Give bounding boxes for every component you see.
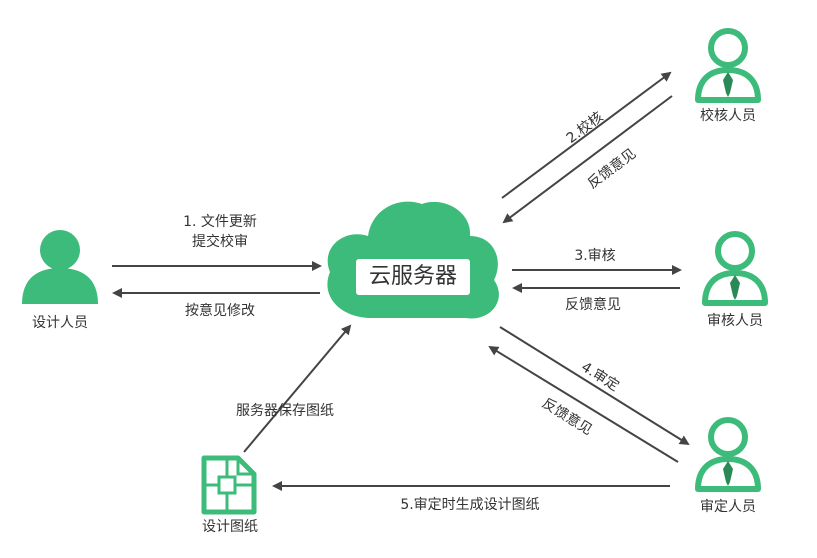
flow-revise: 按意见修改 xyxy=(185,303,255,319)
cloud-icon xyxy=(327,201,499,319)
person-with-tie-icon xyxy=(702,231,768,306)
flow-submit-line1: 1. 文件更新 xyxy=(183,214,257,230)
person-with-tie-icon xyxy=(695,417,761,492)
approver-label: 审定人员 xyxy=(700,499,756,515)
person-icon xyxy=(22,230,98,304)
cloud-server-label: 云服务器 xyxy=(368,264,457,289)
arrow-save xyxy=(243,324,352,453)
flow-save: 服务器保存图纸 xyxy=(236,403,334,419)
drawing-label: 设计图纸 xyxy=(202,519,258,535)
designer-label: 设计人员 xyxy=(32,315,88,331)
arrow-check-feedback xyxy=(502,95,673,224)
arrow-approve-feedback xyxy=(488,345,679,463)
flow-review: 3.审核 xyxy=(574,248,616,264)
arrow-approve xyxy=(499,326,690,446)
flow-submit-line2: 提交校审 xyxy=(192,234,248,250)
flow-review-feedback: 反馈意见 xyxy=(565,297,621,313)
flow-generate: 5.审定时生成设计图纸 xyxy=(400,497,540,513)
person-with-tie-icon xyxy=(695,28,761,103)
checker-label: 校核人员 xyxy=(700,108,756,124)
arrow-check xyxy=(501,71,672,199)
blueprint-document-icon xyxy=(201,455,257,515)
reviewer-label: 审核人员 xyxy=(707,313,763,329)
